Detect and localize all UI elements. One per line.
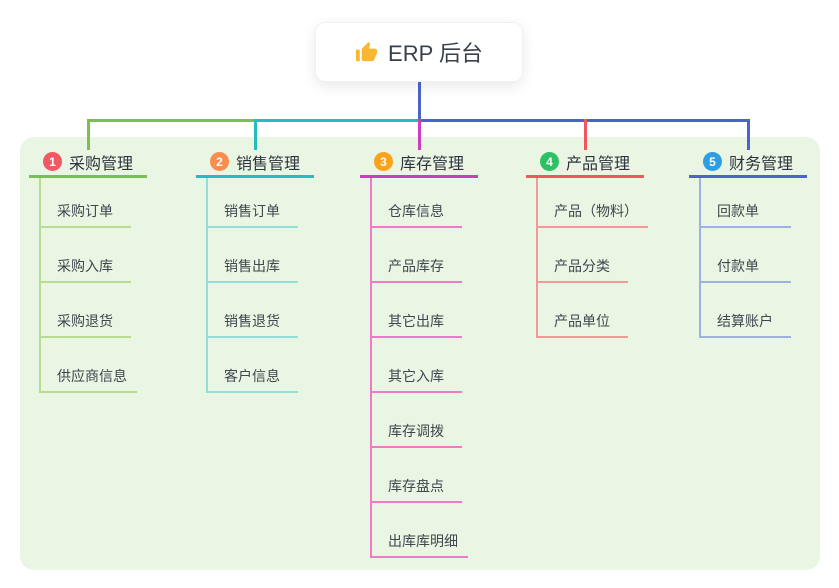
- child-node[interactable]: 回款单: [699, 194, 791, 228]
- branch-title: 采购管理: [69, 155, 134, 173]
- bus-segment-green: [88, 119, 255, 122]
- child-label: 采购退货: [57, 313, 113, 329]
- branch-spine: [370, 178, 372, 558]
- thumbs-up-icon: [355, 41, 378, 64]
- branch-title: 销售管理: [236, 155, 301, 173]
- child-label: 供应商信息: [57, 368, 127, 384]
- branch-number-badge: 1: [43, 152, 62, 171]
- branch-header-finance[interactable]: 5 财务管理: [689, 148, 807, 178]
- branch-title: 产品管理: [566, 155, 631, 173]
- child-node[interactable]: 产品单位: [536, 304, 628, 338]
- branch-drop-line-5: [747, 119, 750, 150]
- branch-title: 库存管理: [400, 155, 465, 173]
- child-node[interactable]: 销售出库: [206, 249, 298, 283]
- child-node[interactable]: 付款单: [699, 249, 791, 283]
- branch-spine: [206, 178, 208, 393]
- child-label: 出库库明细: [388, 533, 458, 549]
- branch-drop-line-1: [87, 119, 90, 150]
- child-label: 产品库存: [388, 258, 444, 274]
- child-node[interactable]: 客户信息: [206, 359, 298, 393]
- branch-panel: [20, 137, 820, 570]
- child-label: 仓库信息: [388, 203, 444, 219]
- child-label: 产品单位: [554, 313, 610, 329]
- child-label: 采购订单: [57, 203, 113, 219]
- child-node[interactable]: 产品（物料）: [536, 194, 648, 228]
- branch-header-inventory[interactable]: 3 库存管理: [360, 148, 478, 178]
- child-node[interactable]: 结算账户: [699, 304, 791, 338]
- child-label: 产品分类: [554, 258, 610, 274]
- child-node[interactable]: 库存盘点: [370, 469, 462, 503]
- branch-drop-line-3: [418, 119, 421, 150]
- child-node[interactable]: 采购订单: [39, 194, 131, 228]
- branch-drop-line-2: [254, 119, 257, 150]
- branch-spine: [536, 178, 538, 338]
- branch-number-badge: 3: [374, 152, 393, 171]
- child-label: 库存盘点: [388, 478, 444, 494]
- child-label: 付款单: [717, 258, 759, 274]
- child-node[interactable]: 销售退货: [206, 304, 298, 338]
- child-node[interactable]: 采购退货: [39, 304, 131, 338]
- root-node-label: ERP 后台: [388, 41, 483, 66]
- child-node[interactable]: 出库库明细: [370, 524, 468, 558]
- branch-number-badge: 5: [703, 152, 722, 171]
- child-node[interactable]: 供应商信息: [39, 359, 137, 393]
- child-node[interactable]: 销售订单: [206, 194, 298, 228]
- branch-header-product[interactable]: 4 产品管理: [526, 148, 644, 178]
- child-label: 回款单: [717, 203, 759, 219]
- child-node[interactable]: 产品分类: [536, 249, 628, 283]
- root-node[interactable]: ERP 后台: [315, 22, 523, 82]
- bus-segment-teal: [254, 119, 420, 122]
- child-node[interactable]: 库存调拨: [370, 414, 462, 448]
- child-node[interactable]: 采购入库: [39, 249, 131, 283]
- child-node[interactable]: 其它入库: [370, 359, 462, 393]
- child-label: 其它出库: [388, 313, 444, 329]
- child-node[interactable]: 产品库存: [370, 249, 462, 283]
- child-label: 其它入库: [388, 368, 444, 384]
- child-label: 采购入库: [57, 258, 113, 274]
- branch-header-purchase[interactable]: 1 采购管理: [29, 148, 147, 178]
- child-label: 产品（物料）: [554, 203, 638, 219]
- child-label: 销售退货: [224, 313, 280, 329]
- child-label: 销售订单: [224, 203, 280, 219]
- branch-drop-line-4: [584, 119, 587, 150]
- branch-number-badge: 4: [540, 152, 559, 171]
- branch-spine: [39, 178, 41, 393]
- child-label: 库存调拨: [388, 423, 444, 439]
- root-connector-line: [418, 82, 421, 120]
- child-node[interactable]: 仓库信息: [370, 194, 462, 228]
- branch-header-sales[interactable]: 2 销售管理: [196, 148, 314, 178]
- child-label: 销售出库: [224, 258, 280, 274]
- child-node[interactable]: 其它出库: [370, 304, 462, 338]
- child-label: 客户信息: [224, 368, 280, 384]
- branch-spine: [699, 178, 701, 338]
- branch-number-badge: 2: [210, 152, 229, 171]
- child-label: 结算账户: [717, 313, 773, 329]
- branch-title: 财务管理: [729, 155, 794, 173]
